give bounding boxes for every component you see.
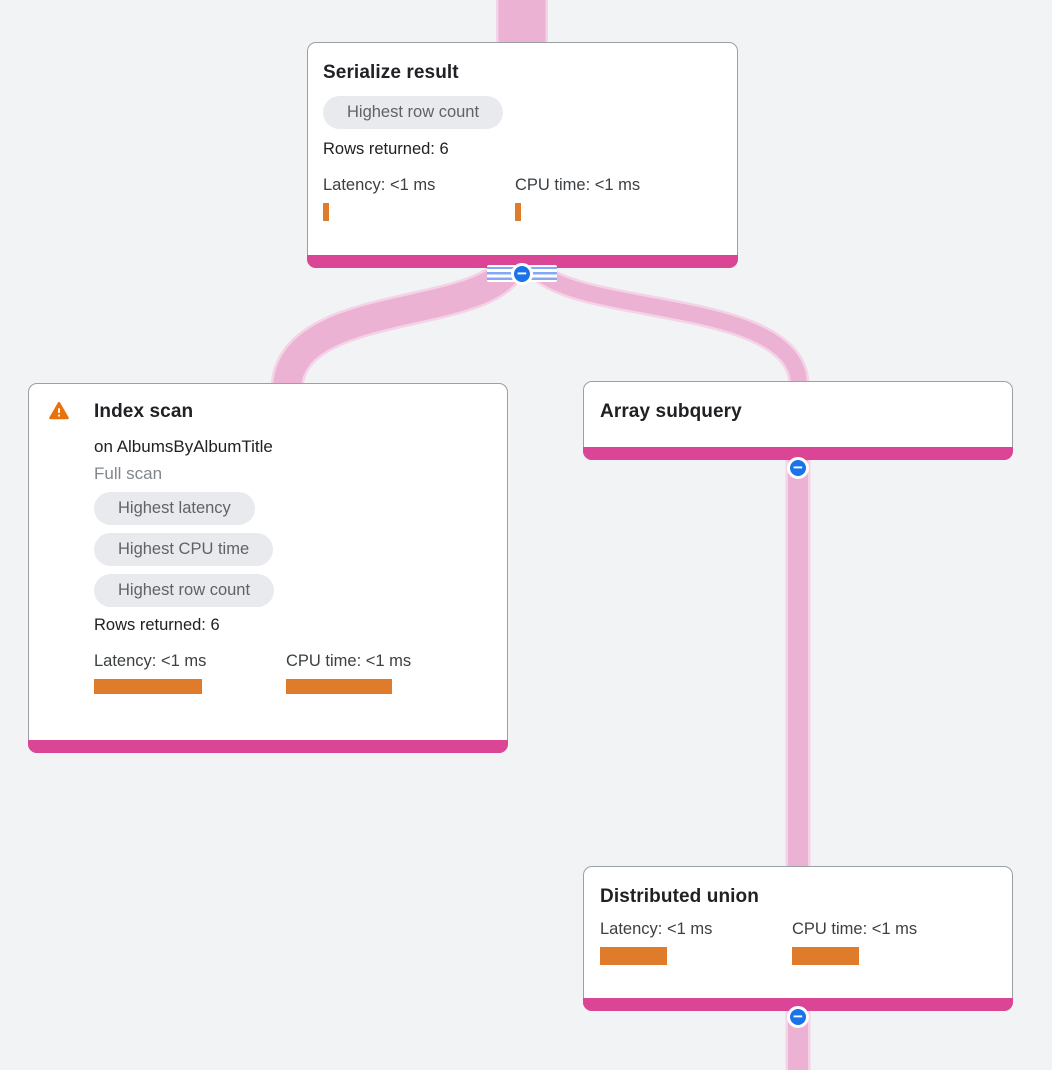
metrics-row: Latency: <1 ms CPU time: <1 ms [94, 652, 491, 694]
metric-label: Latency: <1 ms [323, 176, 436, 194]
node-title: Index scan [94, 401, 194, 422]
latency-metric: Latency: <1 ms [323, 176, 515, 221]
collapse-button-array-subquery[interactable]: − [787, 457, 809, 479]
node-title: Array subquery [600, 401, 742, 422]
metric-bar [323, 203, 329, 221]
metric-bar [515, 203, 521, 221]
latency-metric: Latency: <1 ms [94, 652, 286, 694]
badge-row: Highest CPU time [94, 533, 491, 566]
node-title: Distributed union [600, 886, 759, 907]
status-badge: Highest latency [94, 492, 255, 525]
latency-metric: Latency: <1 ms [600, 920, 792, 965]
metrics-row: Latency: <1 ms CPU time: <1 ms [600, 920, 996, 965]
node-footer [583, 447, 1013, 460]
cpu-metric: CPU time: <1 ms [792, 920, 984, 965]
node-title: Serialize result [323, 62, 459, 83]
node-footer [307, 255, 738, 268]
rows-returned: Rows returned: 6 [94, 616, 220, 634]
metric-bar [286, 679, 392, 694]
plan-node-serialize-result[interactable]: Serialize result Highest row count Rows … [307, 42, 738, 268]
warning-icon [49, 402, 69, 420]
badge-row: Highest row count [323, 96, 721, 129]
node-note: Full scan [94, 464, 163, 483]
rows-returned: Rows returned: 6 [323, 140, 449, 158]
metric-label: Latency: <1 ms [600, 920, 713, 938]
collapse-button-distributed-union[interactable]: − [787, 1006, 809, 1028]
metric-label: CPU time: <1 ms [286, 652, 412, 670]
plan-node-index-scan[interactable]: Index scan on AlbumsByAlbumTitle Full sc… [28, 383, 508, 753]
metric-bar [600, 947, 667, 965]
status-badge: Highest row count [323, 96, 504, 129]
cpu-metric: CPU time: <1 ms [515, 176, 707, 221]
status-badge: Highest row count [94, 574, 275, 607]
minus-icon: − [793, 457, 803, 477]
metric-label: CPU time: <1 ms [515, 176, 641, 194]
plan-node-array-subquery[interactable]: Array subquery [583, 381, 1013, 460]
status-badge: Highest CPU time [94, 533, 274, 566]
metric-bar [792, 947, 859, 965]
node-footer [28, 740, 508, 753]
edge-serialize-to-index-scan [273, 255, 526, 390]
metric-label: Latency: <1 ms [94, 652, 207, 670]
collapse-button-serialize-result[interactable]: − [511, 263, 533, 285]
badge-row: Highest latency [94, 492, 491, 525]
plan-node-distributed-union[interactable]: Distributed union Latency: <1 ms CPU tim… [583, 866, 1013, 1011]
cpu-metric: CPU time: <1 ms [286, 652, 478, 694]
metric-bar [94, 679, 202, 694]
node-footer [583, 998, 1013, 1011]
minus-icon: − [517, 263, 527, 283]
minus-icon: − [793, 1006, 803, 1026]
metrics-row: Latency: <1 ms CPU time: <1 ms [323, 176, 721, 221]
badge-row: Highest row count [94, 574, 491, 607]
metric-label: CPU time: <1 ms [792, 920, 918, 938]
node-subtitle: on AlbumsByAlbumTitle [94, 437, 273, 456]
